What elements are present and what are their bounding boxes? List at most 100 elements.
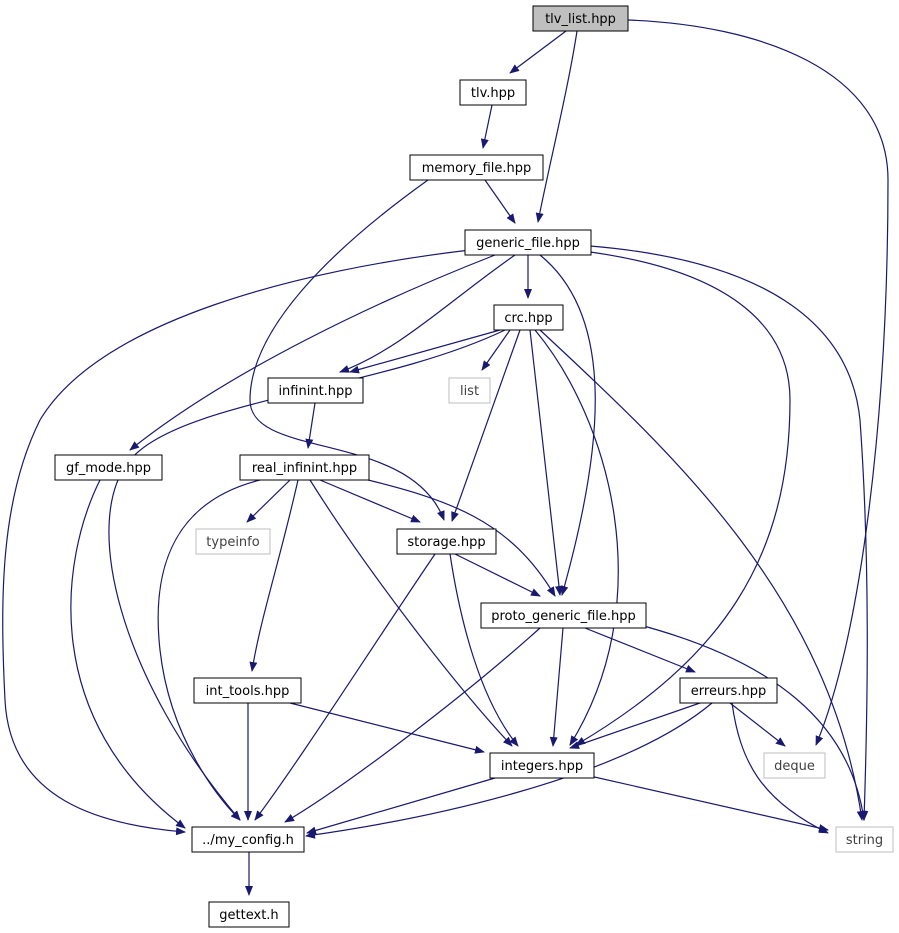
node-box — [409, 154, 544, 181]
node-box — [208, 901, 290, 928]
node-box — [54, 454, 163, 481]
edge-storage-to-my_config — [254, 553, 436, 821]
node-label: erreurs.hpp — [691, 684, 766, 699]
node-label: gf_mode.hpp — [66, 461, 151, 476]
node-list[interactable]: list — [448, 377, 491, 404]
node-box — [679, 677, 778, 704]
edge-real_infinint-to-proto_generic_file — [359, 477, 556, 597]
edge-generic_file-to-my_config — [2, 249, 471, 836]
node-box — [532, 5, 629, 32]
node-my-config[interactable]: ../my_config.h — [191, 826, 305, 853]
edge-real_infinint-to-int_tools — [249, 479, 299, 672]
node-infinint[interactable]: infinint.hpp — [267, 377, 364, 404]
edge-crc-to-infinint — [349, 329, 501, 374]
node-box — [489, 752, 595, 779]
edge-tlv_list-to-tlv — [509, 30, 567, 74]
edge-erreurs-to-integers — [569, 702, 701, 749]
edge-proto_generic_file-to-integers — [549, 627, 564, 747]
edge-erreurs-to-my_config — [305, 702, 713, 839]
node-gettext[interactable]: gettext.h — [208, 901, 290, 928]
node-box — [193, 677, 302, 704]
node-real-infinint[interactable]: real_infinint.hpp — [239, 454, 370, 481]
edge-real_infinint-to-my_config — [157, 479, 261, 821]
node-label: deque — [774, 759, 815, 774]
edge-generic_file-to-integers — [575, 251, 791, 746]
edge-crc-to-list — [481, 329, 511, 371]
node-box — [493, 304, 564, 331]
edge-proto_generic_file-to-erreurs — [584, 627, 696, 673]
edge-storage-to-integers — [449, 553, 519, 747]
edge-real_infinint-to-typeinfo — [246, 479, 291, 523]
node-int-tools[interactable]: int_tools.hpp — [193, 677, 302, 704]
node-label: string — [846, 833, 883, 848]
node-erreurs[interactable]: erreurs.hpp — [679, 677, 778, 704]
node-generic-file[interactable]: generic_file.hpp — [464, 229, 592, 256]
edge-gf_mode-to-my_config — [70, 479, 186, 829]
node-typeinfo[interactable]: typeinfo — [195, 528, 271, 555]
edge-tlv_list-to-generic_file — [535, 30, 578, 223]
node-proto-generic-file[interactable]: proto_generic_file.hpp — [480, 602, 647, 629]
node-label: generic_file.hpp — [476, 236, 580, 251]
edge-proto_generic_file-to-string — [639, 624, 867, 821]
edge-generic_file-to-infinint — [339, 254, 516, 373]
node-label: integers.hpp — [501, 759, 583, 774]
node-crc[interactable]: crc.hpp — [493, 304, 564, 331]
node-box — [835, 826, 894, 853]
edge-real_infinint-to-integers — [309, 479, 513, 747]
edge-memory_file-to-storage — [249, 179, 445, 521]
node-box — [191, 826, 305, 853]
node-box — [267, 377, 364, 404]
node-deque[interactable]: deque — [763, 752, 826, 779]
nodes: tlv_list.hpp tlv.hpp memory_file.hppgeneri… — [54, 5, 894, 928]
edge-erreurs-to-string — [731, 702, 829, 834]
node-gf-mode[interactable]: gf_mode.hpp — [54, 454, 163, 481]
node-box — [448, 377, 491, 404]
node-box — [480, 602, 647, 629]
edge-tlv_list-to-deque — [627, 19, 889, 746]
node-label: real_infinint.hpp — [252, 461, 357, 476]
node-string[interactable]: string — [835, 826, 894, 853]
node-label: typeinfo — [206, 535, 259, 550]
node-box — [396, 528, 497, 555]
edge-real_infinint-to-storage — [319, 479, 421, 523]
node-box — [239, 454, 370, 481]
node-label: infinint.hpp — [278, 384, 352, 399]
node-memory-file[interactable]: memory_file.hpp — [409, 154, 544, 181]
edge-generic_file-to-proto_generic_file — [539, 254, 596, 596]
node-label: ../my_config.h — [202, 833, 294, 848]
node-label: crc.hpp — [504, 311, 552, 326]
edge-integers-to-my_config — [306, 777, 496, 835]
edge-crc-to-proto_generic_file — [529, 329, 563, 596]
node-label: tlv_list.hpp — [545, 12, 616, 27]
node-label: proto_generic_file.hpp — [491, 609, 636, 624]
node-tlv-list[interactable]: tlv_list.hpp — [532, 5, 629, 32]
node-label: int_tools.hpp — [206, 684, 290, 699]
edge-crc-to-string — [539, 329, 865, 821]
edge-crc-to-storage — [451, 329, 521, 522]
node-label: list — [460, 384, 479, 399]
edge-crc-to-integers — [534, 329, 619, 746]
node-box — [464, 229, 592, 256]
node-box — [195, 528, 271, 555]
node-box — [763, 752, 826, 779]
edge-int_tools-to-integers — [289, 702, 485, 754]
edges — [2, 19, 889, 896]
edge-memory_file-to-generic_file — [484, 179, 516, 224]
edge-generic_file-to-string — [589, 245, 869, 821]
edge-infinint-to-real_infinint — [305, 402, 316, 449]
node-storage[interactable]: storage.hpp — [396, 528, 497, 555]
edge-generic_file-to-gf_mode — [129, 254, 496, 451]
edge-tlv-to-memory_file — [480, 104, 493, 149]
node-label: storage.hpp — [407, 535, 485, 550]
edge-integers-to-string — [589, 775, 829, 832]
edge-storage-to-proto_generic_file — [454, 553, 541, 597]
node-label: tlv.hpp — [471, 86, 515, 101]
node-box — [459, 79, 527, 106]
node-label: gettext.h — [219, 908, 278, 923]
node-label: memory_file.hpp — [422, 161, 532, 176]
edge-proto_generic_file-to-my_config — [284, 627, 541, 823]
node-integers[interactable]: integers.hpp — [489, 752, 595, 779]
node-tlv[interactable]: tlv.hpp — [459, 79, 527, 106]
edge-erreurs-to-deque — [729, 702, 786, 747]
